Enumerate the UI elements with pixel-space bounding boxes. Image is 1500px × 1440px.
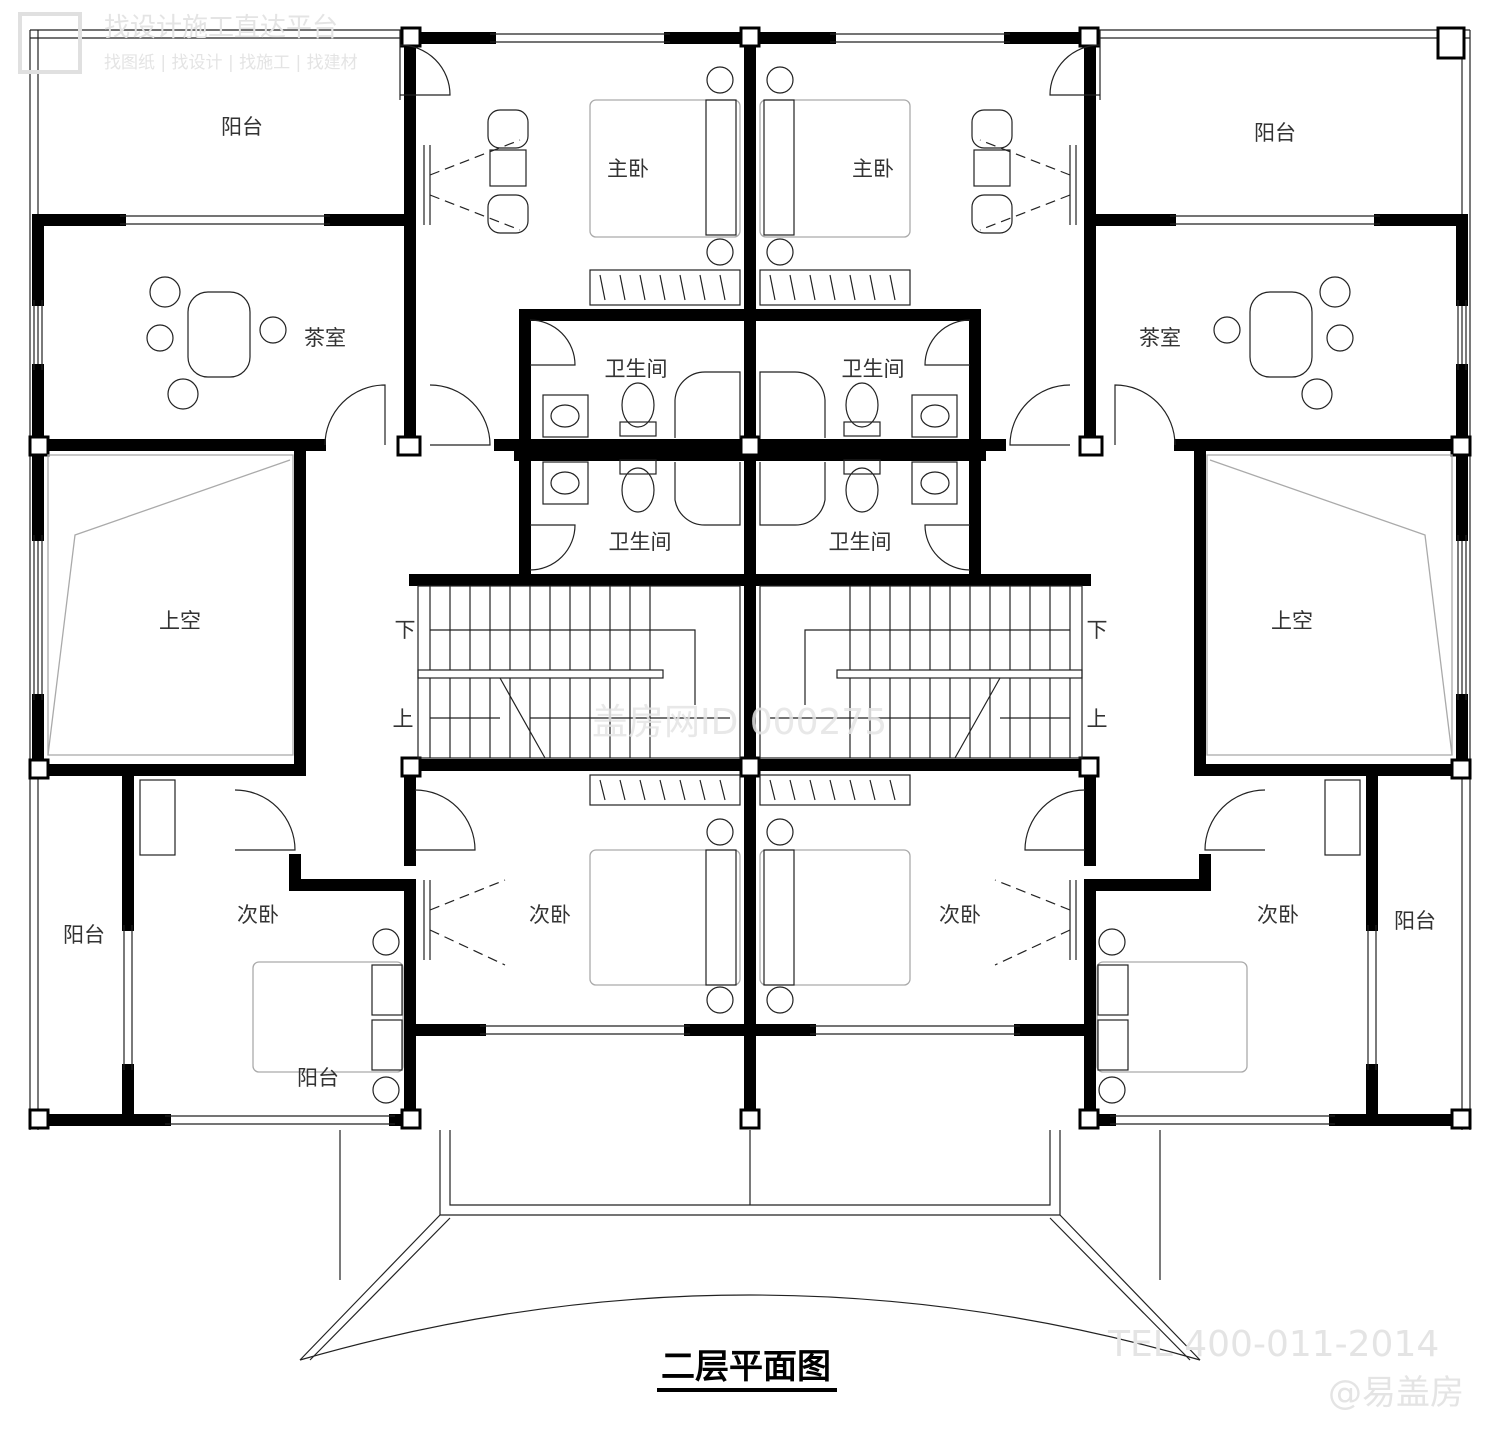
room-label-balcony: 阳台 — [221, 115, 263, 139]
room-label-bathroom: 卫生间 — [609, 530, 672, 554]
stairs — [417, 585, 1083, 759]
stair-label-down: 下 — [1087, 618, 1108, 642]
room-label-second-bedroom: 次卧 — [1257, 903, 1299, 927]
void-lines — [47, 454, 1453, 756]
door-swings — [234, 44, 1266, 851]
room-label-master-bedroom: 主卧 — [607, 157, 649, 181]
room-label-second-bedroom: 次卧 — [939, 903, 981, 927]
windows — [33, 33, 1467, 1125]
room-label-master-bedroom: 主卧 — [852, 157, 894, 181]
watermark-menu: 找图纸 | 找设计 | 找施工 | 找建材 — [104, 53, 358, 73]
room-label-void: 上空 — [159, 609, 201, 633]
furniture — [139, 66, 1361, 1104]
front-canopy — [299, 1130, 1201, 1361]
room-label-balcony: 阳台 — [297, 1066, 339, 1090]
room-label-bathroom: 卫生间 — [842, 357, 905, 381]
walls — [32, 32, 1468, 1126]
stair-label-down: 下 — [395, 618, 416, 642]
watermark-id: 盖房网ID 000275 — [592, 702, 887, 743]
columns — [28, 26, 1472, 1130]
room-label-second-bedroom: 次卧 — [237, 903, 279, 927]
bathroom-fixtures — [542, 371, 958, 526]
tea-table — [146, 276, 1354, 410]
room-label-tea-room: 茶室 — [304, 326, 346, 350]
stair-label-up: 上 — [1087, 707, 1108, 731]
room-labels: 阳台 阳台 主卧 主卧 茶室 茶室 卫生间 卫生间 卫生间 卫生间 上空 上空 … — [63, 115, 1436, 1090]
watermark-handle: @易盖房 — [1328, 1373, 1464, 1413]
room-label-tea-room: 茶室 — [1139, 326, 1181, 350]
watermarks: 找设计施工直达平台 找图纸 | 找设计 | 找施工 | 找建材 盖房网ID 00… — [18, 12, 1464, 1413]
watermark-slogan: 找设计施工直达平台 — [104, 13, 338, 43]
watermark-tel: TEL 400-011-2014 — [1107, 1324, 1439, 1365]
room-label-balcony: 阳台 — [1254, 121, 1296, 145]
room-label-void: 上空 — [1271, 609, 1313, 633]
logo-mark — [18, 12, 82, 74]
room-label-balcony: 阳台 — [63, 923, 105, 947]
room-label-bathroom: 卫生间 — [829, 530, 892, 554]
room-label-balcony: 阳台 — [1394, 909, 1436, 933]
room-label-second-bedroom: 次卧 — [529, 903, 571, 927]
balcony-outlines — [29, 29, 1471, 1130]
stair-label-up: 上 — [393, 707, 414, 731]
drawing-title: 二层平面图 — [661, 1347, 831, 1387]
room-label-bathroom: 卫生间 — [605, 357, 668, 381]
